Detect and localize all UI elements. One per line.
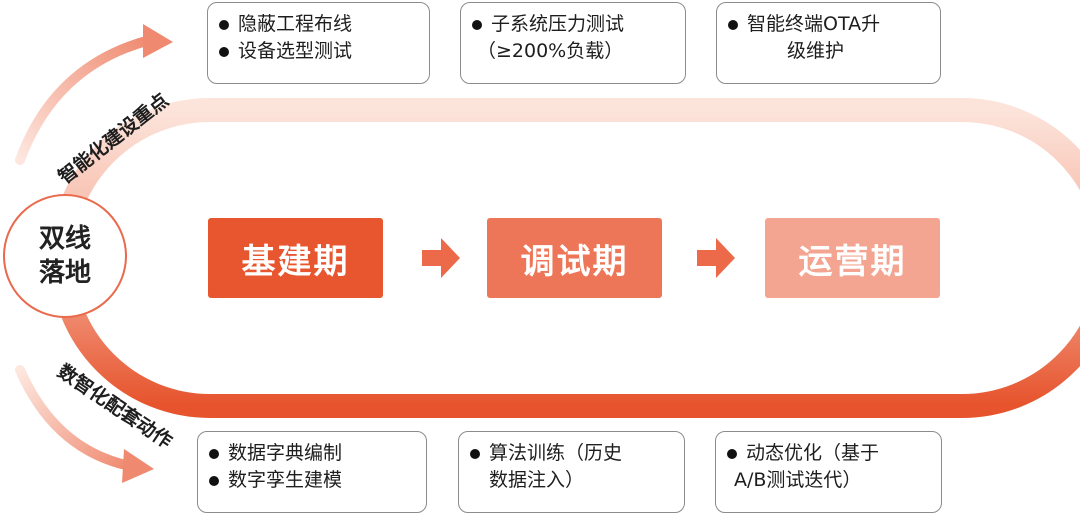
center-label-line1: 双线 bbox=[38, 224, 91, 254]
bottom-card-construction: 数据字典编制 数字孪生建模 bbox=[197, 431, 427, 513]
phase-arrow-2 bbox=[697, 238, 735, 278]
card-item-continuation: 级维护 bbox=[787, 40, 845, 62]
card-item: 数字孪生建模 bbox=[209, 467, 414, 494]
cycle-track bbox=[50, 98, 1080, 418]
card-item: 数据字典编制 bbox=[209, 440, 414, 467]
phase-arrow-1 bbox=[422, 238, 460, 278]
phase-commissioning: 调试期 bbox=[487, 218, 662, 298]
bottom-card-commissioning: 算法训练（历史 数据注入） bbox=[458, 431, 685, 513]
top-card-commissioning: 子系统压力测试 （≥200%负载） bbox=[460, 2, 686, 84]
phase-operation: 运营期 bbox=[765, 218, 940, 298]
card-item: 设备选型测试 bbox=[219, 38, 417, 65]
phase-construction: 基建期 bbox=[208, 218, 383, 298]
top-curved-arrow-shaft bbox=[15, 35, 155, 165]
bottom-card-operation: 动态优化（基于 A/B测试迭代） bbox=[715, 431, 942, 513]
top-card-construction: 隐蔽工程布线 设备选型测试 bbox=[207, 2, 430, 84]
card-item: 隐蔽工程布线 bbox=[219, 11, 417, 38]
card-item: 算法训练（历史 bbox=[470, 440, 672, 467]
card-item: 智能终端OTA升 bbox=[728, 11, 928, 38]
card-item: 子系统压力测试 bbox=[472, 11, 673, 38]
top-card-operation: 智能终端OTA升 级维护 bbox=[716, 2, 941, 84]
top-curved-arrow-head bbox=[143, 24, 173, 58]
card-item-continuation: 数据注入） bbox=[489, 469, 585, 491]
center-label-line2: 落地 bbox=[38, 258, 91, 288]
bottom-curved-arrow-head bbox=[122, 449, 154, 483]
card-item-continuation: （≥200%负载） bbox=[477, 40, 624, 62]
center-circle: 双线 落地 bbox=[3, 194, 127, 318]
bottom-curved-arrow-shaft bbox=[15, 365, 135, 471]
card-item-continuation: A/B测试迭代） bbox=[734, 469, 862, 491]
card-item: 动态优化（基于 bbox=[727, 440, 929, 467]
